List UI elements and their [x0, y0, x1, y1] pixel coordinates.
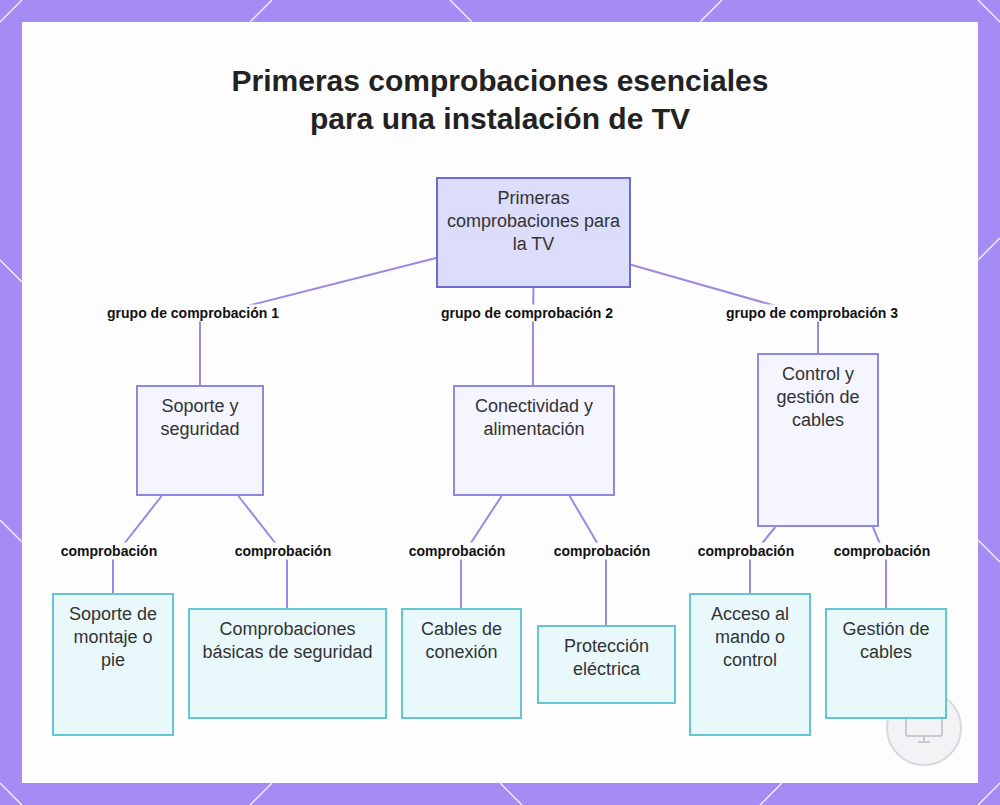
edge-label: comprobación: [59, 543, 159, 560]
check-box: Protección eléctrica: [537, 625, 676, 704]
node-text: Gestión de cables: [833, 618, 939, 664]
connector-line: [570, 496, 606, 625]
check-box: Soporte de montaje o pie: [52, 593, 174, 736]
check-box: Comprobaciones básicas de seguridad: [188, 608, 387, 719]
node-text: Protección eléctrica: [545, 635, 668, 681]
check-box: Acceso al mando o control: [689, 593, 811, 736]
edge-label: comprobación: [233, 543, 333, 560]
diagram-title: Primeras comprobaciones esenciales para …: [200, 62, 800, 138]
edge-label: grupo de comprobación 2: [439, 305, 615, 322]
node-text: Acceso al mando o control: [697, 603, 803, 672]
node-text: Comprobaciones básicas de seguridad: [196, 618, 379, 664]
node-text: Primeras comprobaciones para la TV: [444, 187, 623, 256]
node-text: Control y gestión de cables: [765, 363, 871, 432]
edge-label: comprobación: [552, 543, 652, 560]
node-text: Soporte de montaje o pie: [60, 603, 166, 672]
edge-label: comprobación: [407, 543, 507, 560]
edge-label: grupo de comprobación 3: [724, 305, 900, 322]
node-text: Soporte y seguridad: [144, 395, 256, 441]
connector-line: [200, 258, 436, 385]
node-text: Cables de conexión: [409, 618, 514, 664]
root-box: Primeras comprobaciones para la TV: [436, 177, 631, 288]
edge-label: comprobación: [696, 543, 796, 560]
connector-line: [873, 527, 886, 608]
check-box: Gestión de cables: [825, 608, 947, 719]
edge-label: comprobación: [832, 543, 932, 560]
connector-line: [750, 527, 775, 593]
group-box: Control y gestión de cables: [757, 353, 879, 527]
group-box: Soporte y seguridad: [136, 385, 264, 496]
group-box: Conectividad y alimentación: [453, 385, 615, 496]
edge-label: grupo de comprobación 1: [105, 305, 281, 322]
connector-line: [532, 288, 535, 385]
node-text: Conectividad y alimentación: [461, 395, 607, 441]
check-box: Cables de conexión: [401, 608, 522, 719]
